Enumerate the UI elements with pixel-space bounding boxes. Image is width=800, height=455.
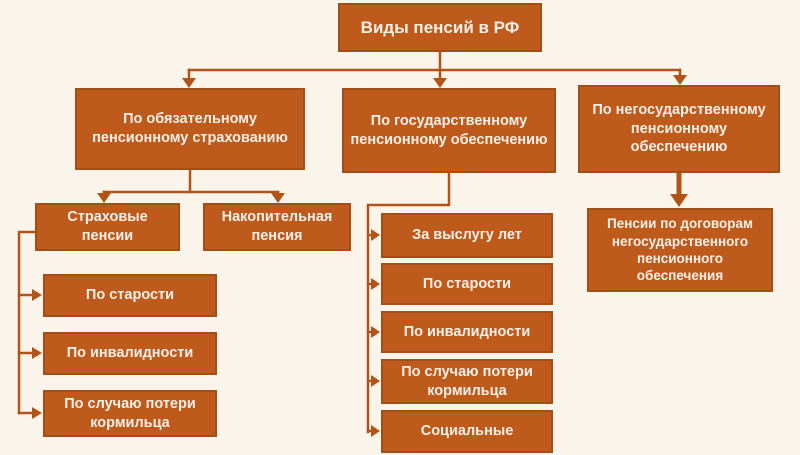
node-insurance-disability: По инвалидности	[43, 332, 217, 375]
node-root-title: Виды пенсий в РФ	[338, 3, 542, 52]
node-state-survivor: По случаю потери кормильца	[381, 359, 553, 404]
node-insurance-pensions: Страховые пенсии	[35, 203, 180, 251]
nonstate-child-connector	[670, 170, 688, 207]
arrow-down-icon	[271, 193, 285, 203]
arrow-down-icon	[673, 75, 687, 85]
node-funded-pension: Накопительная пенсия	[203, 203, 351, 251]
arrow-right-icon	[371, 278, 380, 290]
arrow-right-icon	[32, 407, 42, 419]
node-state-social: Социальные	[381, 410, 553, 453]
node-insurance-old-age: По старости	[43, 274, 217, 317]
node-nonstate-contract-pensions: Пенсии по договорам негосударственного п…	[587, 208, 773, 292]
node-state-long-service: За выслугу лет	[381, 213, 553, 258]
arrow-down-icon	[97, 193, 111, 203]
arrow-right-icon	[32, 347, 42, 359]
arrow-down-icon	[670, 194, 688, 207]
node-state-old-age: По старости	[381, 263, 553, 305]
arrow-down-icon	[182, 78, 196, 88]
node-branch-nonstate: По негосударственному пенсионному обеспе…	[578, 85, 780, 173]
arrow-down-icon	[433, 78, 447, 88]
node-state-disability: По инвалидности	[381, 311, 553, 353]
state-types-connector	[366, 171, 451, 437]
arrow-right-icon	[371, 375, 380, 387]
node-insurance-survivor: По случаю потери кормильца	[43, 390, 217, 437]
node-branch-mandatory: По обязательному пенсионному страхованию	[75, 88, 305, 170]
node-branch-state: По государственному пенсионному обеспече…	[342, 88, 556, 173]
arrow-right-icon	[32, 289, 42, 301]
arrow-right-icon	[371, 425, 380, 437]
arrow-right-icon	[371, 326, 380, 338]
arrow-right-icon	[371, 229, 380, 241]
mandatory-children-connector	[97, 168, 285, 203]
insurance-types-connector	[17, 230, 42, 419]
root-branch-connector	[182, 50, 687, 88]
